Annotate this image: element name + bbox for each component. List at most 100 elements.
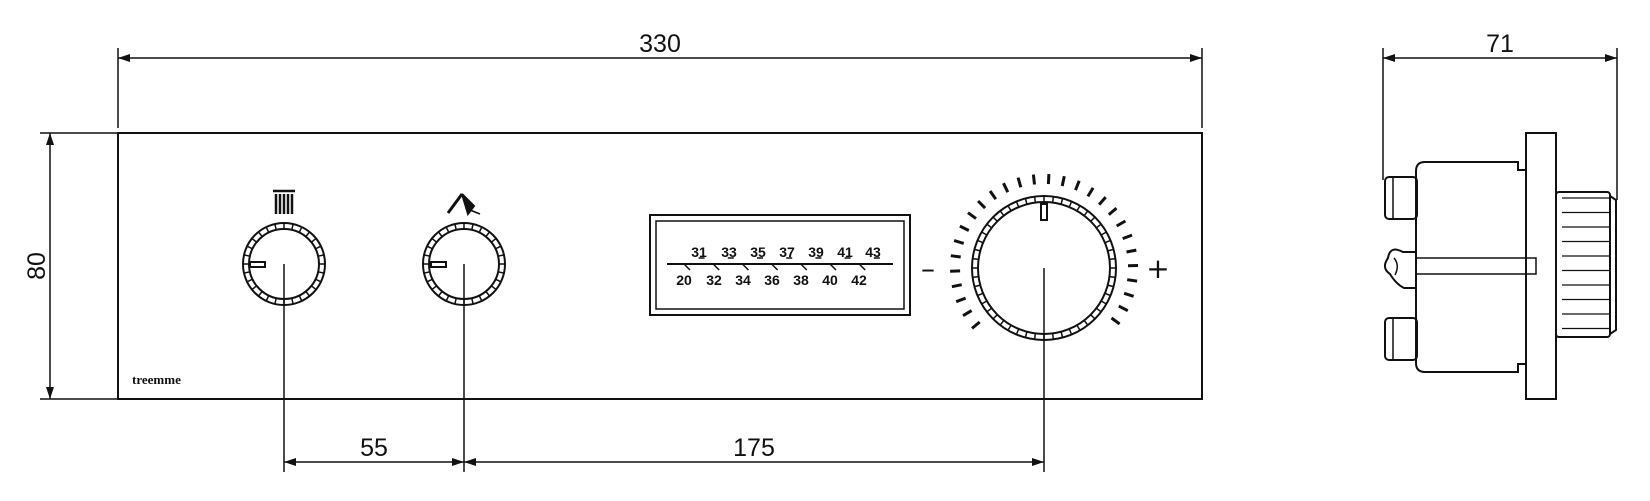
knurl-mark [1083,319,1089,326]
knurl-mark [274,297,277,305]
scale-label-upper: 37 [779,244,795,260]
knurl-mark [423,271,431,274]
knurl-mark [315,245,322,250]
scale-tick [683,263,691,271]
knurl-mark [972,275,979,279]
knurl-mark [1100,300,1107,305]
dial-tick [1107,207,1118,216]
dial-tick [1016,177,1023,188]
knurl-mark [274,223,277,231]
scale-lower-labels: 20 32 34 36 38 40 42 [676,272,867,288]
scale-label-lower: 42 [851,272,867,288]
thermostat-knob-indicator [1040,203,1048,221]
dial-tick-marks [950,174,1139,330]
knurl-mark [981,231,988,236]
knurl-mark [454,223,457,231]
knurl-mark [471,223,474,231]
knurl-mark [497,271,505,274]
dial-tick [1126,278,1138,283]
scale-tick [741,263,749,271]
knurl-mark [495,278,502,283]
knurl-mark [485,290,491,297]
dial-tick [955,296,967,304]
knurl-mark [265,226,270,233]
scale-label-upper: 33 [721,244,737,260]
dial-tick [1031,174,1036,185]
knurl-mark [1033,333,1037,340]
knob-profile[interactable] [1555,191,1611,338]
knurl-mark [986,307,993,313]
depth-dimension-label: 71 [1486,30,1514,58]
knurl-mark [454,297,457,305]
knurl-mark [992,216,998,222]
dial-tick [1002,182,1010,193]
knurl-mark [992,314,998,320]
knurl-mark [291,223,294,231]
knurl-mark [1076,205,1081,212]
knurl-mark [485,231,491,238]
dial-tick [1122,233,1133,241]
dial-tick [1110,316,1121,326]
knurl-mark [1076,324,1081,331]
upper-pipe-stub [1384,176,1418,220]
valve-body [1415,161,1527,373]
knurl-mark [1068,328,1073,335]
lower-pipe-stub [1384,317,1418,361]
left-knob-indicator [249,261,266,268]
width-dimension-label: 330 [639,30,681,58]
knurl-mark [298,295,303,302]
scale-label-upper: 35 [750,244,766,260]
scale-label-lower: 40 [822,272,838,288]
faceplate [117,132,1203,400]
scale-label-upper: 39 [808,244,824,260]
scale-label-lower: 20 [676,272,692,288]
knurl-mark [317,271,325,274]
dial-tick [1097,196,1107,206]
knurl-mark [426,245,433,250]
scale-tick [771,263,779,271]
middle-knob-indicator [430,261,447,268]
knurl-mark [445,226,450,233]
knurl-mark [1024,198,1028,205]
knurl-mark [1015,201,1020,208]
knurl-mark [1104,292,1111,297]
knurl-mark [426,278,433,283]
knurl-mark [1107,248,1114,252]
dial-tick [1046,174,1051,185]
spindle-rod [1415,257,1537,275]
knurl-mark [981,300,988,305]
dial-tick [1118,304,1129,313]
dial-tick [959,224,970,232]
thermostat-knob[interactable]: – + [921,174,1170,341]
front-view: treemme [117,132,1203,400]
knurl-mark [246,245,253,250]
knurl-mark [310,237,317,243]
knurl-mark [305,231,311,238]
dial-tick [1074,180,1081,191]
knurl-mark [257,290,263,297]
knurl-mark [243,254,251,257]
knurl-mark [972,257,979,261]
temperature-scale-window: 31 33 35 37 39 41 43 20 32 34 36 38 40 4… [649,214,911,316]
knurl-mark [1033,196,1037,203]
front-dimensions: 330 80 55 175 [23,30,1203,472]
knurl-mark [1104,239,1111,244]
knurl-mark [1007,205,1012,212]
knurl-mark [243,271,251,274]
knurl-mark [1060,331,1064,338]
dial-tick [1086,187,1095,198]
knurl-mark [1100,231,1107,236]
knurl-mark [1024,331,1028,338]
plus-sign: + [1146,252,1169,285]
knurl-mark [1090,216,1096,222]
knurl-mark [423,254,431,257]
mounting-plate [1525,132,1557,400]
knurl-mark [305,290,311,297]
knurl-mark [478,226,483,233]
scale-tick [829,263,837,271]
dial-tick [950,254,961,259]
side-view: 71 [1382,30,1618,400]
knurl-mark [1060,198,1064,205]
knurl-mark [999,210,1005,217]
knurl-mark [490,237,497,243]
